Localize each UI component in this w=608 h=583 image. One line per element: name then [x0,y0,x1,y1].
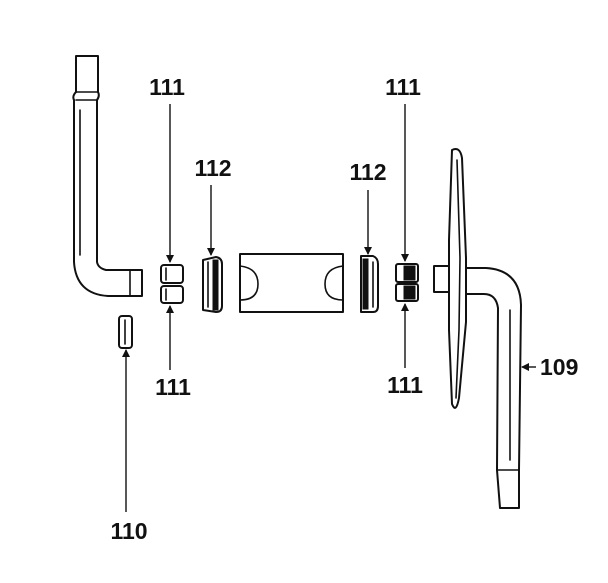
left-handle [72,55,143,297]
callout-bottom-right-111: 111 [387,372,423,398]
left-retainer-112 [202,256,223,313]
right-upper-bushing [395,263,419,283]
leader-lines [122,104,536,512]
left-upper-bushing [160,264,184,284]
right-handle-109 [433,148,522,509]
callout-top-left-111: 111 [149,74,185,100]
callout-left-112: 112 [194,155,231,181]
callout-110: 110 [110,518,147,544]
callout-bottom-left-111: 111 [155,374,191,400]
left-lower-bushing [160,285,184,304]
callout-top-right-111: 111 [385,74,421,100]
callout-109: 109 [540,354,578,380]
pin-110 [118,315,133,349]
callout-right-112: 112 [349,159,386,185]
right-retainer-112 [360,255,379,313]
center-block [239,253,344,313]
right-lower-bushing [395,283,419,302]
